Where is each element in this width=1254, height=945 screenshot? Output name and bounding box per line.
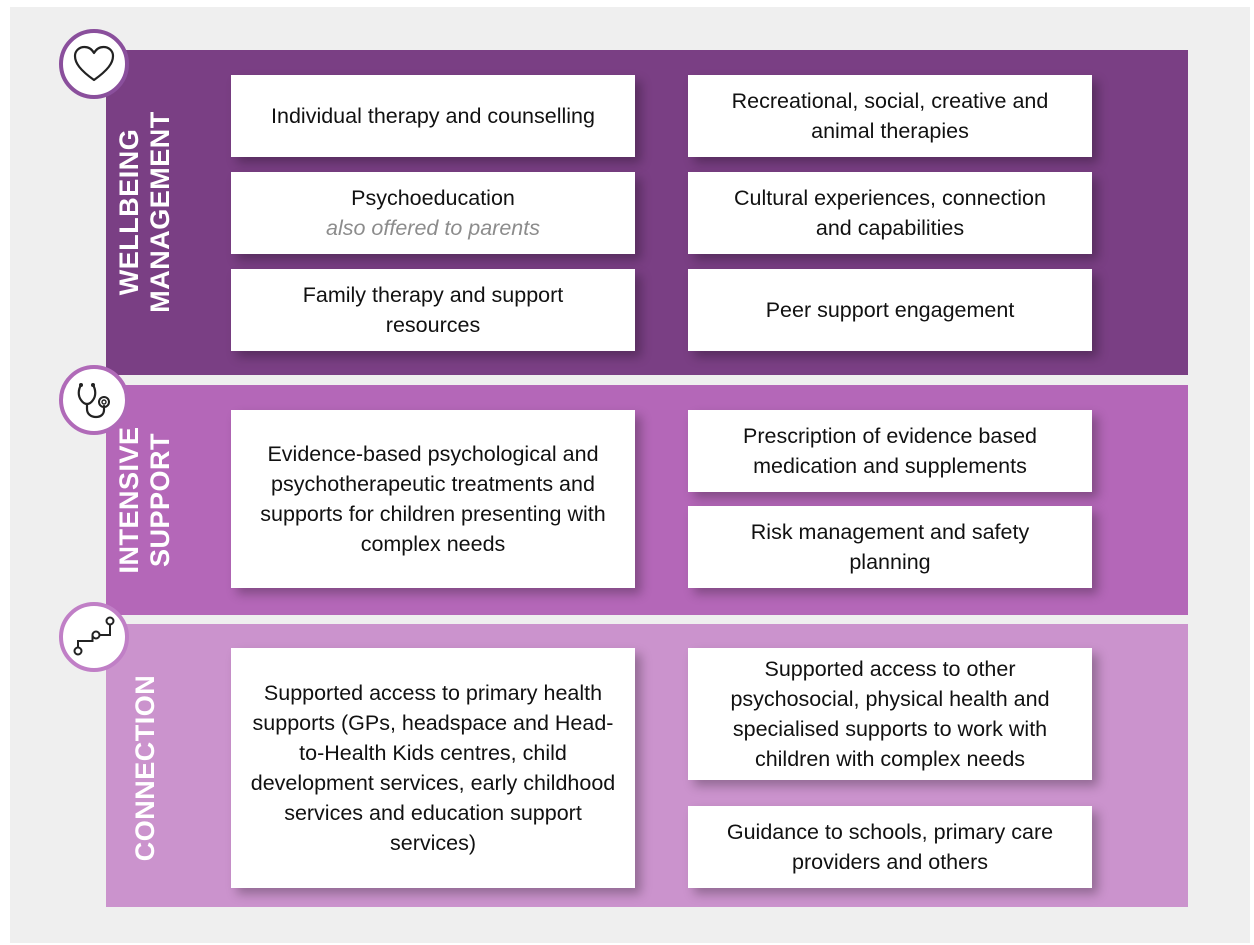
connection-section: CONNECTION Supported access to primary h… — [106, 624, 1188, 907]
service-box: Psychoeducation also offered to parents — [231, 172, 635, 254]
service-box: Prescription of evidence based medicatio… — [688, 410, 1092, 492]
section-title: INTENSIVE SUPPORT — [113, 420, 177, 580]
service-label: Family therapy and support resources — [302, 283, 564, 337]
service-label: Evidence-based psychological and psychot… — [260, 442, 606, 556]
service-label: Guidance to schools, primary care provid… — [726, 820, 1054, 874]
service-label: Recreational, social, creative and anima… — [731, 89, 1049, 143]
service-label: Cultural experiences, connection and cap… — [734, 186, 1046, 240]
wellbeing-title-column: WELLBEING MANAGEMENT — [106, 50, 184, 375]
service-label: Peer support engagement — [765, 298, 1015, 322]
service-box: Supported access to other psychosocial, … — [688, 648, 1092, 780]
service-sublabel: also offered to parents — [326, 216, 540, 240]
service-box: Cultural experiences, connection and cap… — [688, 172, 1092, 254]
service-box: Risk management and safety planning — [688, 506, 1092, 588]
section-title: CONNECTION — [113, 668, 177, 868]
heart-icon — [59, 29, 129, 99]
service-label: Supported access to primary health suppo… — [250, 681, 616, 855]
service-label: Individual therapy and counselling — [271, 104, 595, 128]
connection-path-icon — [59, 602, 129, 672]
service-box: Peer support engagement — [688, 269, 1092, 351]
title-line-2: MANAGEMENT — [145, 111, 175, 313]
service-box: Supported access to primary health suppo… — [231, 648, 635, 888]
section-title: WELLBEING MANAGEMENT — [113, 107, 177, 317]
service-label: Prescription of evidence based medicatio… — [742, 424, 1037, 478]
title-line-1: INTENSIVE — [114, 426, 144, 574]
wellbeing-management-section: WELLBEING MANAGEMENT Individual therapy … — [106, 50, 1188, 375]
connection-title-column: CONNECTION — [106, 624, 184, 907]
service-box: Recreational, social, creative and anima… — [688, 75, 1092, 157]
service-box: Evidence-based psychological and psychot… — [231, 410, 635, 588]
title-line-1: WELLBEING — [114, 128, 144, 296]
service-label: Psychoeducation — [351, 186, 515, 210]
stethoscope-icon — [59, 365, 129, 435]
service-label: Supported access to other psychosocial, … — [730, 657, 1050, 771]
title-line-1: CONNECTION — [129, 674, 160, 862]
service-label: Risk management and safety planning — [750, 520, 1030, 574]
service-box: Family therapy and support resources — [231, 269, 635, 351]
service-box: Guidance to schools, primary care provid… — [688, 806, 1092, 888]
title-line-2: SUPPORT — [145, 432, 175, 568]
service-box: Individual therapy and counselling — [231, 75, 635, 157]
intensive-support-section: INTENSIVE SUPPORT Evidence-based psychol… — [106, 385, 1188, 615]
